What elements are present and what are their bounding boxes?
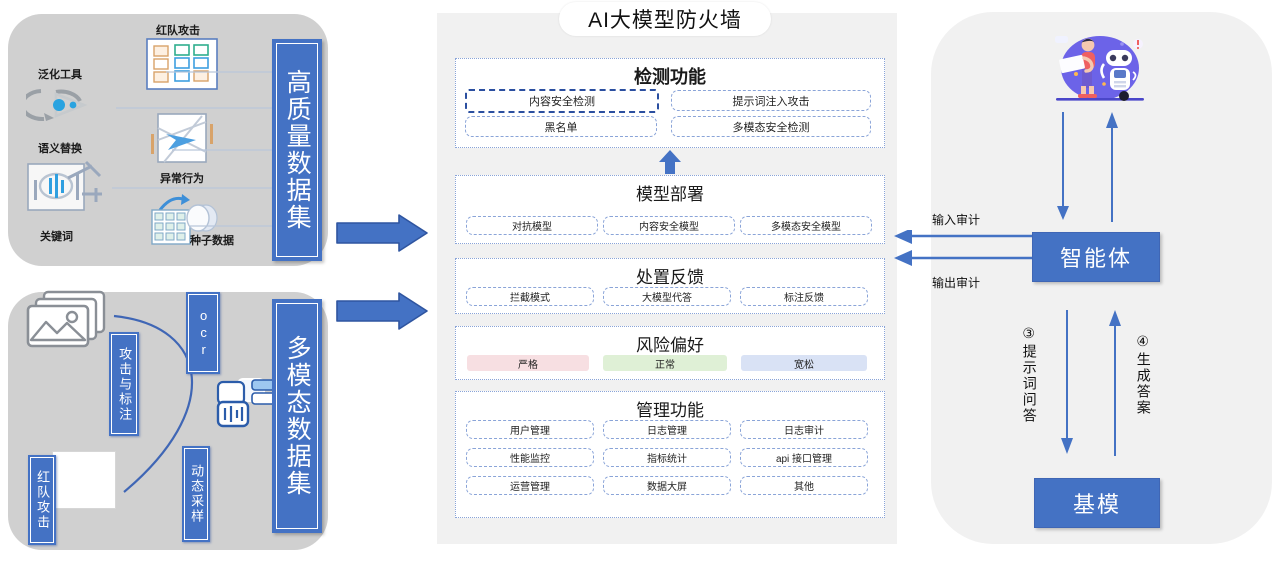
user-to-agent-arrow: [1057, 112, 1069, 220]
chip-blacklist[interactable]: 黑名单: [465, 116, 657, 137]
detection-function-section: 检测功能 内容安全检测 提示词注入攻击 黑名单 多模态安全检测: [455, 58, 885, 148]
semantic-substitution-icon: [26, 158, 106, 216]
attack-annotation-label-box: 攻击与标注: [109, 332, 139, 436]
server-cluster-icon: [216, 378, 282, 430]
high-quality-dataset-bar: 高质量数据集: [272, 39, 322, 261]
abnormal-behavior-icon: [150, 110, 218, 172]
chip-user-management[interactable]: 用户管理: [466, 420, 594, 439]
red-team-attack-label-box: 红队攻击: [28, 455, 56, 545]
red-team-document-icon: [53, 452, 115, 508]
ocr-label: ocr: [196, 307, 212, 359]
chip-risk-loose[interactable]: 宽松: [741, 355, 867, 371]
generate-answer-label: 生成答案: [1135, 352, 1152, 416]
semantic-substitution-label: 语义替换: [38, 143, 82, 155]
base-model-to-agent-arrow: [1109, 310, 1121, 456]
chip-performance-monitoring[interactable]: 性能监控: [466, 448, 594, 467]
person-with-robot-illustration: [1038, 28, 1156, 106]
chip-risk-strict[interactable]: 严格: [467, 355, 589, 371]
base-model-box[interactable]: 基模: [1034, 478, 1160, 528]
management-function-section: 管理功能 用户管理 日志管理 日志审计 性能监控 指标统计 api 接口管理 运…: [455, 391, 885, 518]
ocr-label-box: ocr: [186, 292, 220, 374]
red-team-attack-icon: [146, 38, 218, 90]
input-audit-label: 输入审计: [932, 213, 981, 227]
chip-annotation-feedback[interactable]: 标注反馈: [740, 287, 868, 306]
chip-log-management[interactable]: 日志管理: [603, 420, 731, 439]
chip-multimodal-safety-detection[interactable]: 多模态安全检测: [671, 116, 871, 137]
generate-answer-flow: ④生成答案: [1135, 334, 1152, 489]
chip-intercept-mode[interactable]: 拦截模式: [466, 287, 594, 306]
dataset-to-firewall-arrow-2: [336, 292, 428, 330]
chip-other[interactable]: 其他: [740, 476, 868, 495]
chip-adversarial-model[interactable]: 对抗模型: [466, 216, 598, 235]
disposal-feedback-title: 处置反馈: [636, 268, 704, 287]
chip-metric-statistics[interactable]: 指标统计: [603, 448, 731, 467]
seed-data-icon: [148, 192, 224, 248]
output-audit-label: 输出审计: [932, 276, 981, 290]
risk-preference-section: 风险偏好 严格 正常 宽松: [455, 326, 885, 380]
red-team-attack-label: 红队攻击: [156, 25, 200, 37]
deployment-to-detection-arrow: [659, 150, 681, 174]
chip-multimodal-safety-model[interactable]: 多模态安全模型: [740, 216, 872, 235]
chip-prompt-injection-attack[interactable]: 提示词注入攻击: [671, 90, 871, 111]
prompt-qa-label: 提示词问答: [1021, 344, 1038, 424]
chip-llm-answer[interactable]: 大模型代答: [603, 287, 731, 306]
risk-preference-title: 风险偏好: [636, 336, 704, 355]
abnormal-behavior-label: 异常行为: [160, 173, 204, 185]
generalization-tool-label: 泛化工具: [38, 69, 82, 81]
agent-box[interactable]: 智能体: [1032, 232, 1160, 282]
dynamic-sampling-label: 动态采样: [189, 464, 205, 524]
top-panel-connectors: [112, 71, 286, 227]
chip-content-safety-model[interactable]: 内容安全模型: [603, 216, 735, 235]
chip-log-audit[interactable]: 日志审计: [740, 420, 868, 439]
attack-annotation-label: 攻击与标注: [117, 346, 133, 422]
audit-arrows: [894, 230, 1032, 266]
chip-data-dashboard[interactable]: 数据大屏: [603, 476, 731, 495]
detection-function-title: 检测功能: [634, 67, 706, 87]
chip-content-safety-detection[interactable]: 内容安全检测: [465, 89, 659, 113]
multimodal-dataset-bar-label: 多模态数据集: [283, 335, 312, 497]
model-deployment-title: 模型部署: [636, 185, 704, 204]
seed-data-label: 种子数据: [190, 235, 234, 247]
prompt-qa-flow: ③提示词问答: [1021, 326, 1038, 496]
page-title: AI大模型防火墙: [559, 2, 771, 36]
agent-to-base-model-arrow: [1061, 310, 1073, 454]
multimodal-dataset-bar: 多模态数据集: [272, 299, 322, 533]
multimodal-flow-curve: [113, 314, 193, 493]
chip-risk-normal[interactable]: 正常: [603, 355, 727, 371]
red-team-attack-label-2: 红队攻击: [35, 470, 51, 530]
high-quality-dataset-bar-label: 高质量数据集: [283, 69, 312, 231]
chip-operation-management[interactable]: 运营管理: [466, 476, 594, 495]
agent-to-user-arrow: [1106, 112, 1118, 222]
generalization-tool-icon: [26, 82, 98, 128]
dynamic-sampling-label-box: 动态采样: [182, 446, 210, 542]
model-deployment-section: 模型部署 对抗模型 内容安全模型 多模态安全模型: [455, 175, 885, 244]
generate-answer-marker: ④: [1135, 334, 1152, 352]
dataset-to-firewall-arrow-1: [336, 214, 428, 252]
chip-api-management[interactable]: api 接口管理: [740, 448, 868, 467]
keyword-label: 关键词: [40, 231, 73, 243]
management-function-title: 管理功能: [636, 401, 704, 420]
image-stack-icon: [26, 290, 112, 352]
prompt-qa-marker: ③: [1021, 326, 1038, 344]
disposal-feedback-section: 处置反馈 拦截模式 大模型代答 标注反馈: [455, 258, 885, 314]
